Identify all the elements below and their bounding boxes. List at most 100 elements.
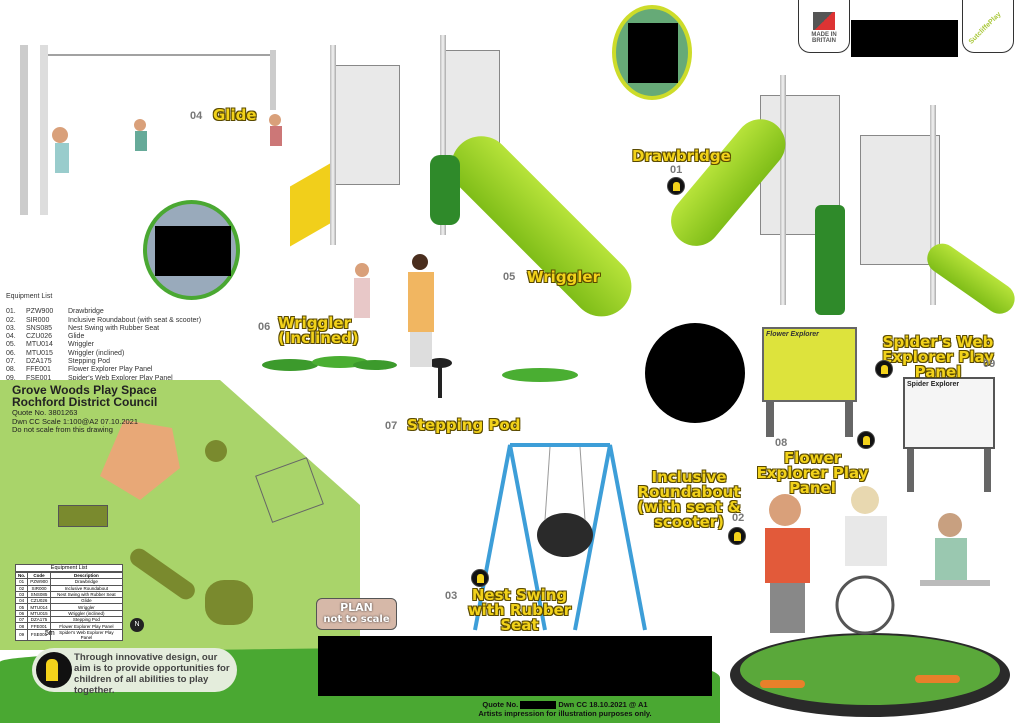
accessibility-icon <box>471 569 489 587</box>
equipment-list-item: 04. CZU026 Glide <box>6 333 216 341</box>
equipment-list-item: 08. FFE001 Flower Explorer Play Panel <box>6 366 216 374</box>
wriggler-inclined-number: 06 <box>258 321 271 333</box>
scale-bar-label: 5m <box>45 630 55 637</box>
roundabout-label: Inclusive Roundabout (with seat & scoote… <box>637 468 741 531</box>
table-cell: Spider's Web Explorer Play Panel <box>49 628 124 641</box>
spider-label: Spider's Web Explorer Play Panel <box>882 333 994 381</box>
quote-prefix: Quote No. <box>482 700 519 709</box>
sutcliffe-play-logo: SutcliffePlay <box>962 0 1014 53</box>
flower-explorer-panel: Flower Explorer <box>762 327 857 437</box>
equipment-code: DZA175 <box>26 358 52 366</box>
plan-not-to-scale-badge: PLAN not to scale <box>316 598 397 630</box>
equipment-code: CZU026 <box>26 333 53 341</box>
plan-title-2: Rochford District Council <box>12 395 158 409</box>
plan-sub: not to scale <box>323 614 390 625</box>
spider-explorer-panel: Spider Explorer <box>903 377 995 492</box>
equipment-desc: Inclusive Roundabout (with seat & scoote… <box>68 316 202 324</box>
drawbridge-number: 01 <box>670 164 683 176</box>
equipment-code: FSE001 <box>26 374 52 382</box>
nest-swing-number: 03 <box>445 590 458 602</box>
equipment-desc: Glide <box>68 333 85 341</box>
equipment-desc: Spider's Web Explorer Play Panel <box>68 374 173 382</box>
equipment-code: FFE001 <box>26 366 51 374</box>
stepping-pod-number: 07 <box>385 420 398 432</box>
disclaimer: Artists impression for illustration purp… <box>478 709 652 719</box>
plan-table-title: Equipment List <box>15 564 123 572</box>
accessibility-icon <box>667 177 685 195</box>
table-cell: 09 <box>14 628 29 641</box>
site-photo-circle <box>143 200 240 300</box>
equipment-code: MTU015 <box>26 349 53 357</box>
table-cell: SIR000 <box>27 584 51 592</box>
accessibility-icon <box>857 431 875 449</box>
plan-title-1: Grove Woods Play Space <box>12 383 157 397</box>
footer-quote: Quote No. Dwn CC 18.10.2021 @ A1 Artists… <box>440 700 690 718</box>
nest-swing-label: Nest Swing with Rubber Seat <box>467 586 572 634</box>
glide-illustration <box>0 25 300 215</box>
equipment-no: 09. <box>6 374 16 382</box>
wriggler-illustration <box>500 365 580 390</box>
accessibility-icon <box>728 527 746 545</box>
flower-label: Flower Explorer Play Panel <box>756 449 869 497</box>
nest-swing-illustration <box>470 425 650 635</box>
table-cell: SNS085 <box>27 590 51 599</box>
redacted-block <box>318 636 712 696</box>
wriggler-number: 05 <box>503 271 516 283</box>
equipment-no: 05. <box>6 341 16 349</box>
glide-label: Glide <box>213 106 257 124</box>
equipment-no: 07. <box>6 358 16 366</box>
plan-label: PLAN <box>340 601 373 614</box>
redacted-quote-number <box>520 701 557 710</box>
equipment-no: 08. <box>6 366 16 374</box>
made-in-britain-text: MADE IN BRITAIN <box>811 32 837 44</box>
flower-number: 08 <box>775 437 788 449</box>
north-arrow-icon: N <box>130 618 144 632</box>
equipment-no: 03. <box>6 324 16 332</box>
table-cell: 08 <box>14 622 29 630</box>
drawbridge-label: Drawbridge <box>632 147 731 165</box>
table-cell: PZW900 <box>27 578 51 586</box>
equipment-no: 02. <box>6 316 16 324</box>
plan-note: Do not scale from this drawing <box>12 425 113 434</box>
equipment-list-title: Equipment List <box>6 293 53 300</box>
spider-panel-title: Spider Explorer <box>903 377 995 449</box>
equipment-no: 04. <box>6 333 16 341</box>
wriggler-label: Wriggler <box>527 268 601 286</box>
flower-panel-title: Flower Explorer <box>762 327 857 402</box>
equipment-desc: Flower Explorer Play Panel <box>68 366 153 374</box>
table-cell: CZU026 <box>27 597 51 605</box>
equipment-desc: Drawbridge <box>68 308 104 316</box>
spider-number: 09 <box>983 358 996 370</box>
wriggler-inclined-label: Wriggler (Inclined) <box>278 314 359 347</box>
equipment-desc: Wriggler (inclined) <box>68 349 125 357</box>
roundabout-illustration <box>715 480 1020 723</box>
site-photo-circle-top <box>612 5 692 100</box>
brand-text: SutcliffePlay <box>967 10 1003 46</box>
table-cell: MTU014 <box>27 603 51 611</box>
made-in-britain-logo: MADE IN BRITAIN <box>798 0 850 53</box>
children-figures <box>350 250 450 370</box>
aim-text: Through innovative design, our aim is to… <box>74 652 230 696</box>
plan-dwn: Dwn CC Scale 1:100@A2 07.10.2021 <box>12 416 139 426</box>
equipment-desc: Wriggler <box>68 341 94 349</box>
equipment-code: SIR000 <box>26 316 50 324</box>
table-cell: MTU015 <box>27 609 51 618</box>
aim-pill: Through innovative design, our aim is to… <box>32 648 237 696</box>
redacted-logo <box>851 20 958 57</box>
table-cell: FFE001 <box>27 622 51 630</box>
table-cell: DZA175 <box>27 616 51 624</box>
stepping-pod-label: Stepping Pod <box>407 416 521 434</box>
table-cell: Flower Explorer Play Panel <box>49 622 124 630</box>
equipment-list-item: 02. SIR000 Inclusive Roundabout (with seat… <box>6 317 216 325</box>
drawbridge-illustration-right <box>660 65 1021 320</box>
stepping-pod-illustration <box>425 355 455 400</box>
plan-quote: Quote No. 3801263 <box>12 408 78 417</box>
equipment-no: 06. <box>6 349 16 357</box>
